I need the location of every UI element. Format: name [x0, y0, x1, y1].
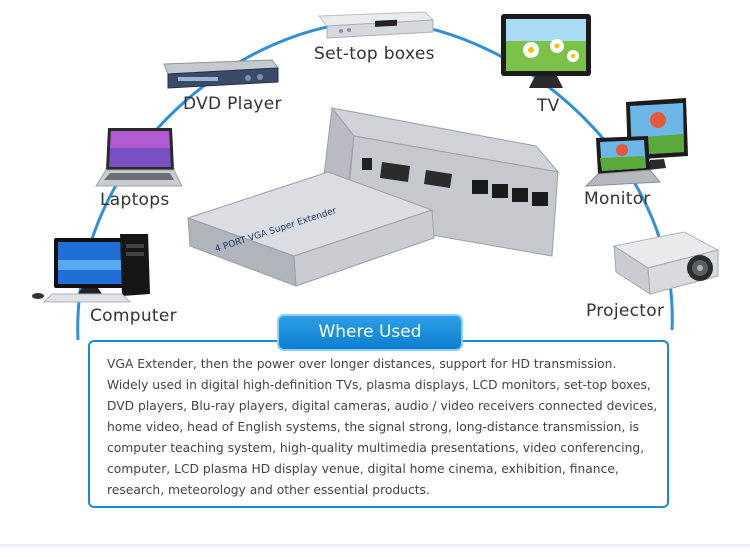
computer-label: Computer: [90, 306, 177, 326]
monitor-image: [584, 98, 688, 187]
monitor-label: Monitor: [584, 189, 651, 209]
description-panel: [88, 340, 669, 508]
description-text: VGA Extender, then the power over longer…: [107, 357, 658, 497]
projector-image: [612, 231, 720, 295]
dvd-player-label: DVD Player: [183, 94, 282, 114]
set-top-box-image: [317, 11, 435, 39]
projector-label: Projector: [586, 301, 665, 321]
footer-divider: [0, 544, 750, 550]
computer-image: [32, 234, 150, 303]
laptop-image: [95, 128, 183, 187]
vga-extender-image: 4 PORT VGA Super Extender: [186, 106, 560, 287]
where-used-title: Where Used: [277, 314, 463, 351]
dvd-player-image: [163, 59, 279, 89]
set-top-boxes-label: Set-top boxes: [314, 44, 435, 64]
tv-label: TV: [537, 96, 560, 116]
laptops-label: Laptops: [100, 190, 170, 210]
tv-image: [501, 14, 591, 88]
